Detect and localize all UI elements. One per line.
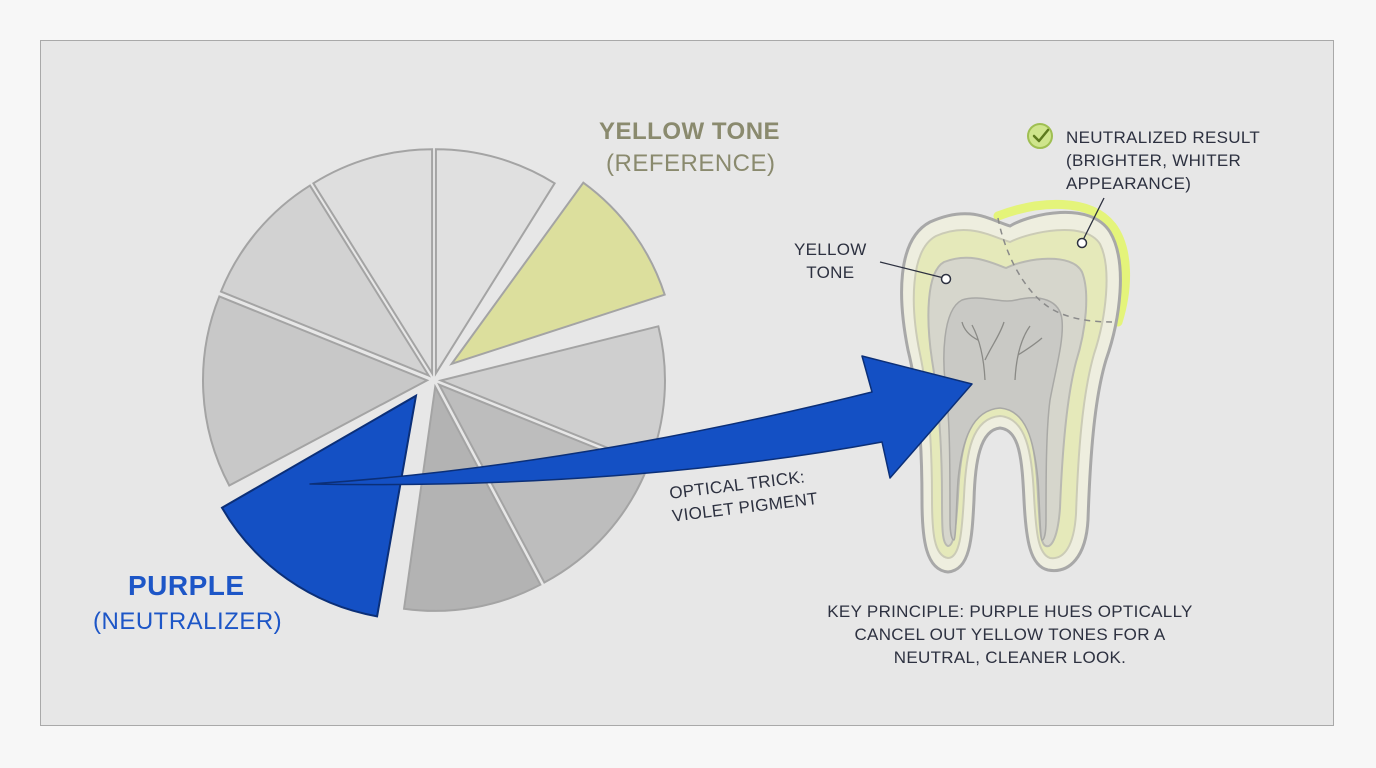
tooth-yellow-callout-line (879, 261, 945, 279)
purple-title: PURPLE (128, 570, 245, 601)
neutralized-callout-dot (1076, 237, 1088, 249)
key-principle-note: KEY PRINCIPLE: PURPLE HUES OPTICALLY CAN… (800, 600, 1220, 669)
neutralized-result-label: NEUTRALIZED RESULT (BRIGHTER, WHITER APP… (1066, 126, 1260, 195)
wheel-segment-6 (437, 382, 649, 584)
tooth-yellow-callout-dot (940, 273, 952, 285)
yellow-tone-subtitle: (REFERENCE) (606, 150, 776, 177)
check-circle-icon (1027, 123, 1053, 149)
nerve-lines (961, 321, 1043, 381)
color-wheel (202, 148, 666, 618)
wheel-segment-3 (434, 148, 557, 377)
principle-line-3: NEUTRAL, CLEANER LOOK. (893, 648, 1127, 667)
pulp-chamber (943, 297, 1064, 541)
neutralized-line-3: APPEARANCE) (1066, 174, 1192, 193)
neutralized-glow (993, 199, 1131, 327)
wheel-segment-1 (219, 184, 432, 378)
neutralized-divider (997, 217, 1113, 323)
wheel-segment-2 (311, 148, 434, 377)
neutralized-line-1: NEUTRALIZED RESULT (1066, 128, 1261, 147)
tooth-yellow-tone-label: YELLOW TONE (794, 238, 867, 284)
purple-subtitle: (NEUTRALIZER) (93, 608, 283, 635)
tooth-illustration (879, 197, 1131, 574)
principle-line-2: CANCEL OUT YELLOW TONES FOR A (854, 625, 1166, 644)
tooth-yellow-line-2: TONE (806, 263, 855, 282)
curved-arrow-icon (309, 355, 973, 486)
neutralized-callout-line (1082, 197, 1105, 241)
neutralized-line-2: (BRIGHTER, WHITER (1066, 151, 1242, 170)
wheel-segment-yellow (449, 181, 666, 366)
wheel-segment-purple (220, 393, 418, 618)
wheel-segment-7 (402, 383, 542, 612)
yellow-tone-title: YELLOW TONE (599, 118, 781, 145)
wheel-segment-9 (202, 295, 430, 487)
principle-line-1: KEY PRINCIPLE: PURPLE HUES OPTICALLY (827, 602, 1193, 621)
tooth-yellow-line-1: YELLOW (794, 240, 867, 259)
